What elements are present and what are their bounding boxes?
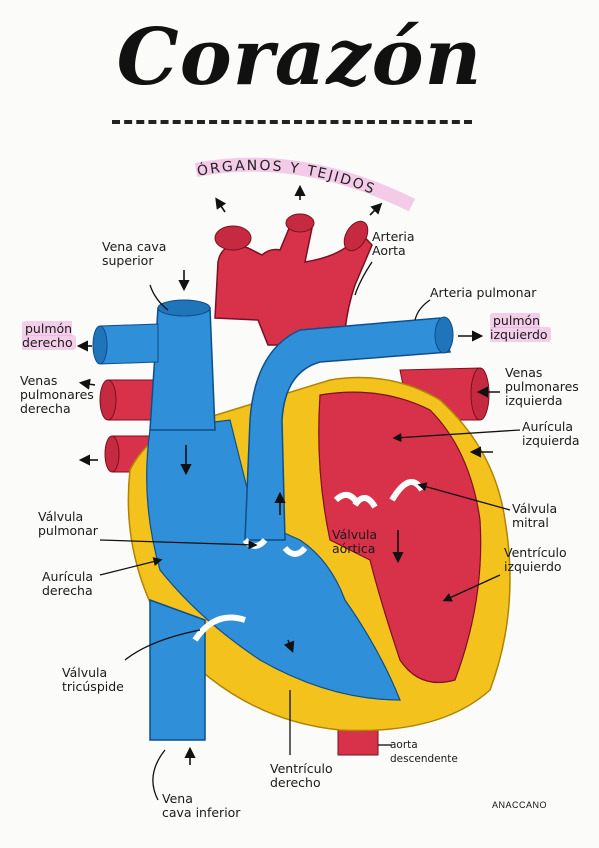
label-arteria-aorta: Arteria Aorta xyxy=(372,229,415,258)
author-signature: ANACCANO xyxy=(491,800,547,810)
superior-vena-cava xyxy=(149,307,216,431)
tricuspid-valve xyxy=(192,614,246,642)
label-ventriculo-derecho: Ventrículo derecho xyxy=(270,761,333,790)
right-heart-chambers xyxy=(146,419,401,701)
label-auricula-izquierda: Aurícula izquierda xyxy=(522,419,580,448)
label-valvula-pulmonar: Válvula pulmonar xyxy=(38,509,98,538)
label-arteria-pulmonar: Arteria pulmonar xyxy=(430,285,537,300)
label-aorta-descendente: aorta descendente xyxy=(390,739,458,765)
label-venas-pulmonares-derecha: Venas pulmonares derecha xyxy=(20,373,94,416)
subtitle-highlight xyxy=(194,157,416,212)
label-pulmon-izquierdo: pulmón izquierdo xyxy=(490,313,551,342)
left-heart-chambers xyxy=(318,391,482,684)
pulmonary-trunk xyxy=(244,317,451,541)
label-ventriculo-izquierdo: Ventrículo izquierdo xyxy=(504,545,567,574)
label-vena-cava-superior: Vena cava superior xyxy=(102,239,167,268)
branch-left xyxy=(214,225,252,251)
label-valvula-mitral: Válvula mitral xyxy=(512,501,558,530)
label-pulmon-derecho: pulmón derecho xyxy=(22,321,76,350)
label-auricula-derecha: Aurícula derecha xyxy=(42,569,94,598)
branch-mid xyxy=(285,213,315,233)
label-valvula-aortica: Válvula aórtica xyxy=(332,527,378,556)
label-vena-cava-inferior: Vena cava inferior xyxy=(162,791,241,820)
aortic-valve xyxy=(333,491,378,509)
subtitle: ÓRGANOS Y TEJIDOS xyxy=(195,158,378,198)
branch-right xyxy=(343,220,369,252)
arrows xyxy=(76,184,500,765)
pulmonary-artery-right xyxy=(99,323,159,365)
label-venas-pulmonares-izquierda: Venas pulmonares izquierda xyxy=(505,365,579,408)
title-underline xyxy=(112,120,472,124)
page-title: Corazón xyxy=(116,12,483,103)
label-valvula-tricuspide: Válvula tricúspide xyxy=(62,665,124,694)
inferior-vena-cava xyxy=(149,598,206,741)
leader-lines xyxy=(99,261,521,801)
